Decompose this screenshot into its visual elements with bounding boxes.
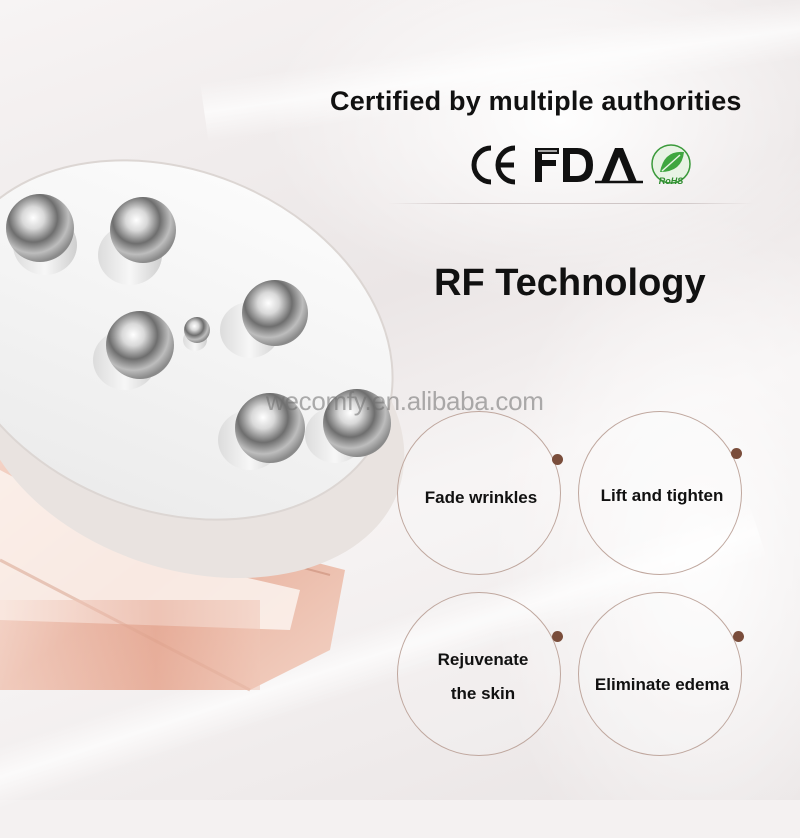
rohs-leaf-icon: RoHS	[651, 144, 691, 186]
benefit-label: Fade wrinkles	[424, 488, 538, 507]
certification-logos: RoHS	[471, 144, 691, 186]
accent-dot	[552, 454, 563, 465]
page-title: RF Technology	[434, 262, 706, 304]
benefit-circle-fade-wrinkles	[397, 411, 561, 575]
benefit-label: Rejuvenate the skin	[437, 650, 529, 703]
accent-dot	[731, 448, 742, 459]
benefit-circle-lift-tighten	[578, 411, 742, 575]
benefit-circle-rejuvenate	[397, 592, 561, 756]
benefit-circle-eliminate-edema	[578, 592, 742, 756]
accent-dot	[552, 631, 563, 642]
rf-device-image	[0, 159, 405, 692]
watermark-text: wecomfy.en.alibaba.com	[266, 386, 544, 416]
roller-balls	[6, 194, 391, 470]
certified-headline: Certified by multiple authorities	[330, 86, 742, 116]
fda-logo-icon	[535, 148, 643, 184]
divider-line	[388, 203, 754, 204]
benefit-label: Lift and tighten	[600, 486, 724, 505]
ce-mark-icon	[471, 145, 516, 185]
svg-text:RoHS: RoHS	[659, 176, 684, 186]
benefit-label: Eliminate edema	[594, 675, 730, 694]
accent-dot	[733, 631, 744, 642]
